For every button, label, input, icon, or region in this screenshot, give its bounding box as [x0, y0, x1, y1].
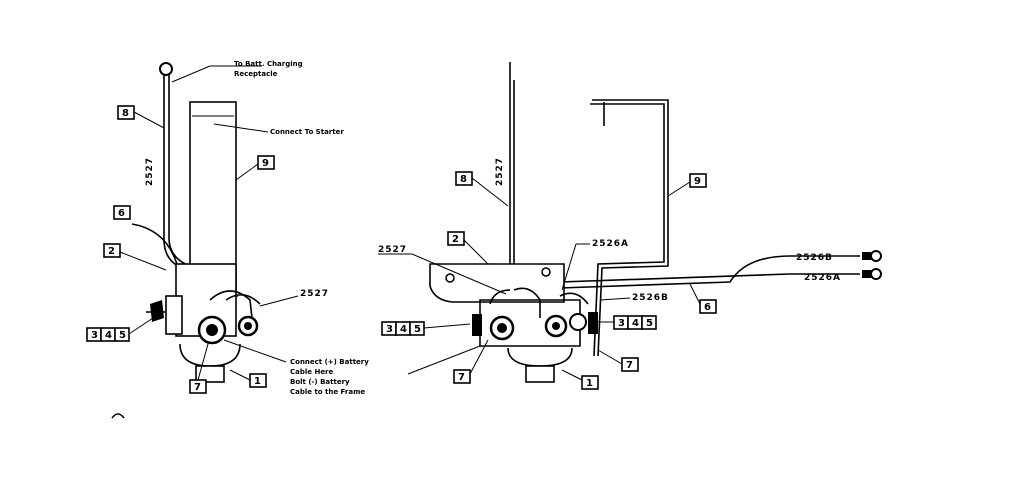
left-view: 2527 To Batt. Charging Receptacle Connec…: [86, 60, 369, 396]
left-note-line-2: Cable Here: [290, 368, 334, 376]
left-callout-7: 7: [194, 382, 201, 393]
right-cable-6: [559, 273, 860, 283]
left-callout-6: 6: [118, 208, 125, 219]
left-tube: [189, 101, 237, 293]
svg-text:3: 3: [618, 318, 625, 329]
right-label-2526a-top: 2526A: [592, 239, 629, 249]
stray-mark: [111, 413, 125, 419]
left-note-line-1: Connect (+) Battery: [290, 358, 369, 366]
left-note-battery: To Batt. Charging: [234, 60, 303, 68]
left-bell: [179, 343, 241, 367]
svg-text:4: 4: [400, 324, 407, 335]
left-note-line-3: Bolt (-) Battery: [290, 378, 350, 386]
svg-text:4: 4: [632, 318, 639, 329]
svg-text:3: 3: [91, 330, 98, 341]
right-term-2526b: [870, 250, 882, 262]
svg-text:3: 3: [386, 324, 393, 335]
right-callout-2: 2: [452, 234, 459, 245]
right-callout-7-right: 7: [626, 360, 633, 371]
right-label-2527: 2527: [378, 245, 407, 255]
left-ring-terminal: [159, 62, 173, 76]
right-callout-345-right: 3 4 5: [613, 315, 657, 330]
left-callout-8: 8: [122, 108, 129, 119]
left-callout-345: 3 4 5: [86, 327, 130, 342]
right-cable-9: [590, 103, 665, 357]
right-callout-1: 1: [586, 378, 593, 389]
left-note-receptacle: Receptacle: [234, 70, 278, 78]
right-callout-8: 8: [460, 174, 467, 185]
left-wire-label: 2527: [145, 157, 155, 186]
right-bell: [507, 347, 573, 367]
right-wire-label: 2527: [495, 157, 505, 186]
svg-text:5: 5: [119, 330, 126, 341]
left-callout-2: 2: [108, 246, 115, 257]
right-callout-345-left: 3 4 5: [381, 321, 425, 336]
left-note-line-4: Cable to the Frame: [290, 388, 365, 396]
left-callout-1: 1: [254, 376, 261, 387]
svg-text:5: 5: [414, 324, 421, 335]
right-callout-7-left: 7: [458, 372, 465, 383]
right-label-2526a-wire: 2526A: [804, 273, 841, 283]
right-bracket: [429, 263, 565, 303]
left-label-2527: 2527: [300, 289, 329, 299]
right-callout-9: 9: [694, 176, 701, 187]
right-term-2526a: [870, 268, 882, 280]
right-label-2526b-lower: 2526B: [632, 293, 669, 303]
left-note-starter: Connect To Starter: [270, 128, 344, 136]
right-callout-6: 6: [704, 302, 711, 313]
right-view: 2527 8: [378, 62, 882, 390]
right-label-2526b-wire: 2526B: [796, 253, 833, 263]
svg-text:4: 4: [105, 330, 112, 341]
svg-text:5: 5: [646, 318, 653, 329]
left-callout-9: 9: [262, 158, 269, 169]
